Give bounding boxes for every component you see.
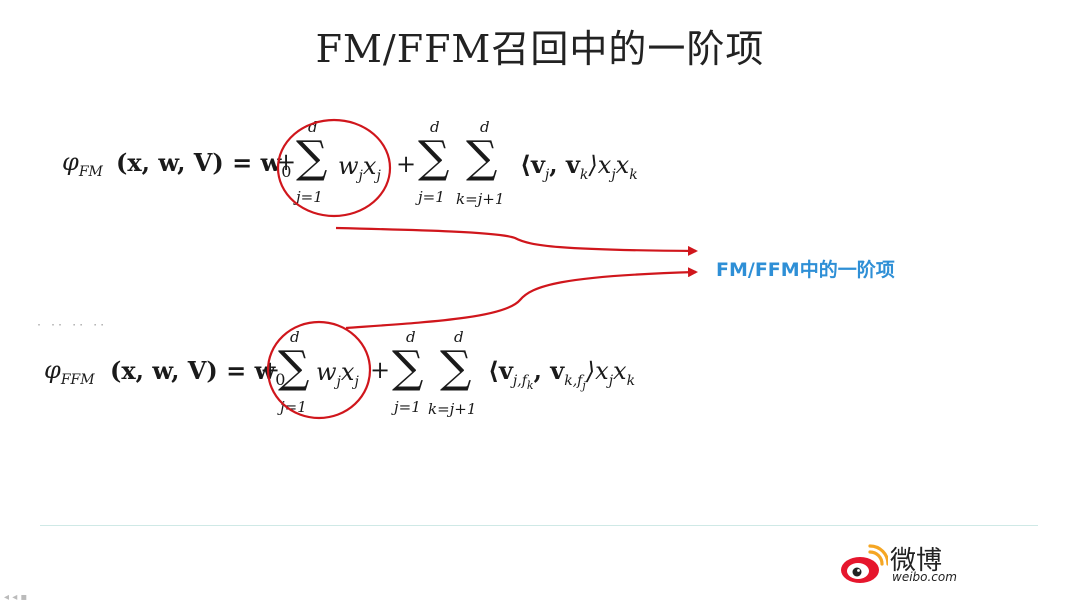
footer-divider bbox=[40, 525, 1038, 526]
fm-args: (x, w, V) = w0 bbox=[116, 148, 292, 181]
weibo-brand: 微博 bbox=[890, 546, 943, 576]
fm-sum3-upper: d bbox=[480, 118, 490, 136]
fm-plus-2: + bbox=[396, 150, 417, 178]
fm-sum2-lower: j=1 bbox=[418, 188, 445, 206]
formula-fm: φFM (x, w, V) = w0 + d ∑ j=1 wjxj + d ∑ … bbox=[62, 110, 712, 220]
ffm-sum2-upper: d bbox=[406, 328, 416, 346]
ffm-sum1-lower: j=1 bbox=[280, 398, 307, 416]
weibo-domain: weibo.com bbox=[892, 570, 957, 584]
ffm-sum2-lower: j=1 bbox=[394, 398, 421, 416]
weibo-eye-icon bbox=[841, 544, 888, 583]
ffm-first-order-term: wjxj bbox=[316, 358, 359, 390]
ffm-sum2-sigma: ∑ bbox=[392, 342, 424, 393]
fm-sum3-sigma: ∑ bbox=[466, 132, 498, 183]
formula-ffm: φFFM (x, w, V) = w0 + d ∑ j=1 wjxj + d ∑… bbox=[44, 322, 724, 432]
fm-first-order-term: wjxj bbox=[338, 152, 381, 184]
ffm-sum3-lower: k=j+1 bbox=[428, 400, 477, 418]
callout-label: FM/FFM中的一阶项 bbox=[716, 259, 895, 281]
fm-plus-1: + bbox=[276, 148, 297, 176]
fm-interaction-term: ⟨vj, vk⟩xjxk bbox=[520, 150, 638, 183]
fm-sum2-sigma: ∑ bbox=[418, 132, 450, 183]
ffm-lhs: φFFM bbox=[44, 356, 95, 388]
corner-artifact: ◂ ◂ ▪ bbox=[4, 592, 28, 603]
fm-sum1-lower: j=1 bbox=[296, 188, 323, 206]
ffm-sum3-sigma: ∑ bbox=[440, 342, 472, 393]
fm-callout-arrow bbox=[335, 226, 698, 256]
fm-sum3-lower: k=j+1 bbox=[456, 190, 505, 208]
ffm-sum3-upper: d bbox=[454, 328, 464, 346]
fm-sum2-upper: d bbox=[430, 118, 440, 136]
weibo-watermark: 微博 weibo.com bbox=[838, 540, 968, 590]
faint-artifact: · ·· ·· ·· bbox=[36, 320, 107, 331]
ffm-plus-2: + bbox=[370, 356, 391, 384]
fm-sum1-sigma: ∑ bbox=[296, 132, 328, 183]
fm-lhs: φFM bbox=[62, 148, 103, 180]
ffm-callout-arrow bbox=[345, 267, 698, 330]
slide-title: FM/FFM召回中的一阶项 bbox=[315, 27, 765, 71]
ffm-interaction-term: ⟨vj,fk, vk,fj⟩xjxk bbox=[488, 356, 636, 392]
ffm-sum1-sigma: ∑ bbox=[278, 342, 310, 393]
